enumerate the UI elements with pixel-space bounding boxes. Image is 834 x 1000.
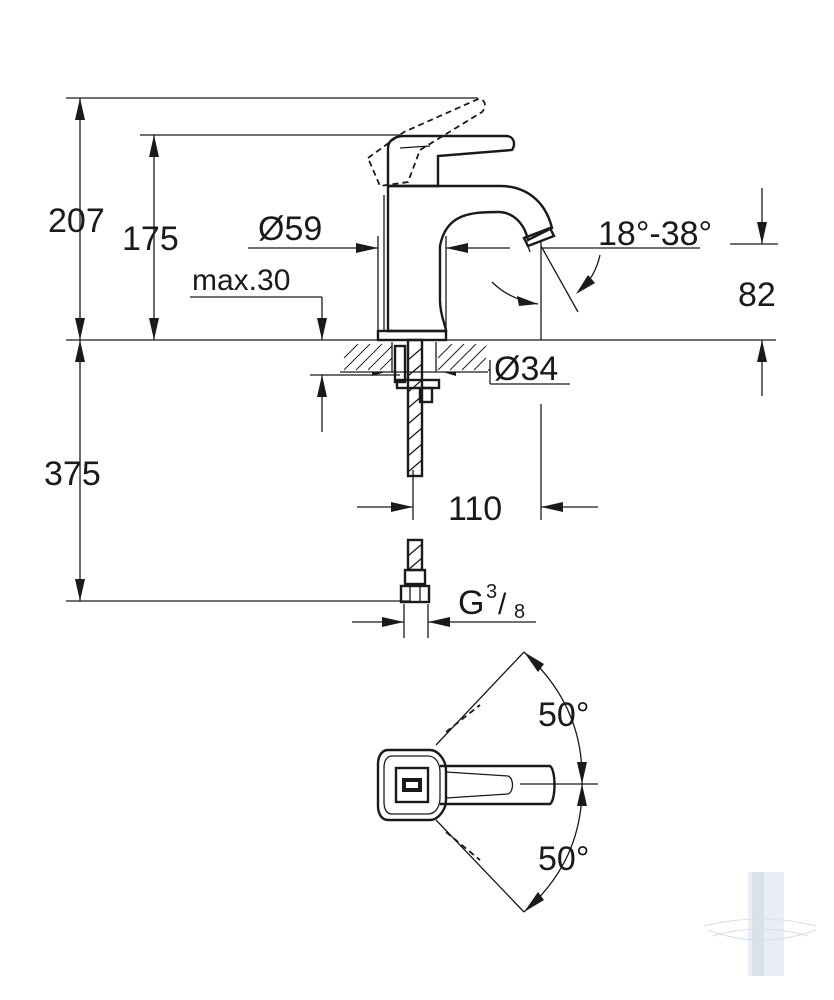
top-lever (440, 764, 556, 806)
label-thread-numerator: 3 (486, 581, 497, 603)
label-lever-height: 175 (122, 220, 179, 258)
label-thread-slash: / (498, 588, 507, 621)
faucet-lever-open (366, 98, 486, 187)
label-aerator-angle: 18°-38° (598, 215, 712, 253)
dimension-375: 375 (44, 340, 101, 601)
label-rotation-top: 50° (538, 696, 589, 734)
top-base-plate (376, 748, 448, 822)
label-overall-height: 207 (48, 202, 105, 240)
label-hole-diameter: Ø34 (494, 350, 558, 388)
faucet-lever (386, 134, 516, 188)
dimension-diameter-59: Ø59 (248, 210, 510, 340)
dimension-aerator-angle: 18°-38° (491, 215, 712, 340)
label-hose-length: 375 (44, 455, 101, 493)
label-body-diameter: Ø59 (258, 210, 322, 248)
label-max-thickness: max.30 (192, 264, 290, 297)
vanna-logo-icon (703, 872, 817, 976)
dimension-207: 207 (48, 98, 105, 340)
label-spout-height: 82 (738, 276, 776, 314)
flexible-hose (399, 338, 431, 604)
label-thread-letter: G (458, 584, 484, 622)
label-spout-reach: 110 (448, 490, 502, 528)
dimension-thread: G 3 / 8 (352, 581, 536, 638)
dimension-max30: max.30 (190, 264, 400, 432)
faucet-top-view: 50° 50° (376, 651, 598, 913)
faucet-side-view (340, 98, 556, 604)
dimension-82: 82 (730, 188, 778, 396)
dimension-175: 175 (122, 135, 179, 340)
countertop-section (340, 342, 488, 373)
label-rotation-bottom: 50° (538, 840, 589, 878)
dimension-110: 110 (357, 404, 598, 528)
label-thread-denominator: 8 (514, 601, 525, 623)
mounting-assembly (393, 344, 441, 404)
faucet-body (386, 184, 554, 333)
